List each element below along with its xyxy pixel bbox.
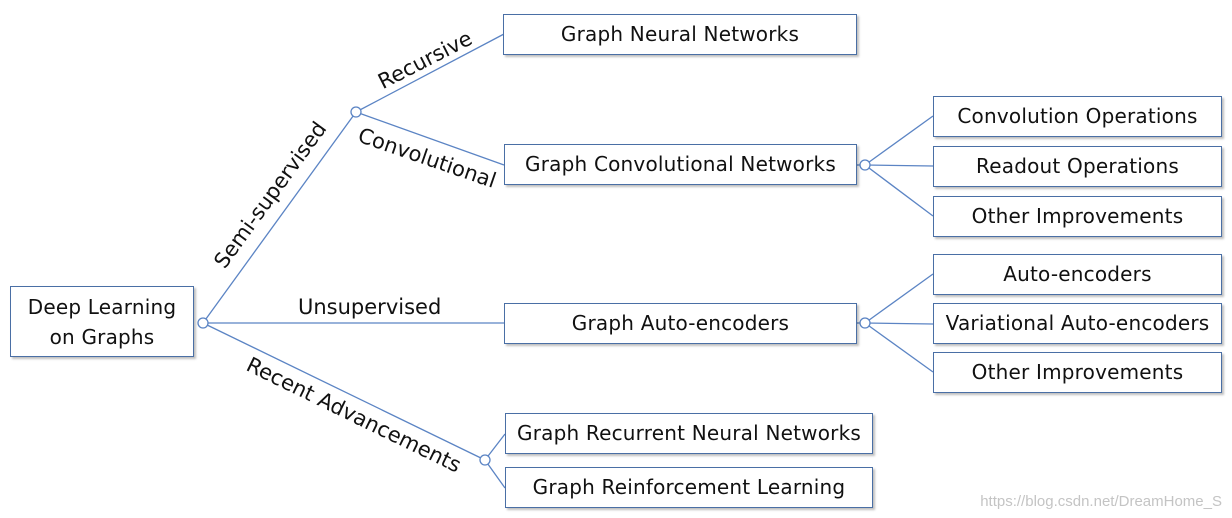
node-graph-convolutional-networks: Graph Convolutional Networks (504, 144, 857, 185)
junction-root (197, 317, 209, 329)
junction-gcn (859, 159, 871, 171)
node-graph-auto-encoders: Graph Auto-encoders (504, 303, 857, 344)
edge-semi-supervised (202, 111, 357, 324)
junction-recent-advancements (479, 454, 491, 466)
edge-gcn-other-improvements (864, 164, 934, 217)
root-node: Deep Learning on Graphs (10, 286, 194, 357)
node-graph-reinforcement-learning: Graph Reinforcement Learning (505, 467, 873, 508)
node-convolution-operations: Convolution Operations (933, 96, 1222, 137)
root-label-line1: Deep Learning (27, 294, 177, 319)
root-label-line2: on Graphs (49, 324, 155, 349)
watermark-text: https://blog.csdn.net/DreamHome_S (980, 493, 1222, 510)
junction-semi-supervised (350, 106, 362, 118)
node-graph-neural-networks: Graph Neural Networks (503, 14, 857, 55)
node-variational-auto-encoders: Variational Auto-encoders (933, 303, 1222, 344)
edge-grl (484, 459, 506, 489)
junction-gae (859, 317, 871, 329)
edge-gae-other-improvements (864, 322, 934, 373)
edge-convolutional (355, 111, 505, 166)
edge-recent-advancements (202, 322, 486, 461)
edge-convolution-operations (864, 115, 934, 166)
node-gae-other-improvements: Other Improvements (933, 352, 1222, 393)
edge-variational-auto-encoders (864, 322, 934, 325)
edge-recursive (355, 33, 505, 113)
edge-label-unsupervised: Unsupervised (298, 295, 442, 319)
edge-readout-operations (864, 164, 934, 167)
node-gcn-other-improvements: Other Improvements (933, 196, 1222, 237)
node-auto-encoders: Auto-encoders (933, 254, 1222, 295)
node-readout-operations: Readout Operations (933, 146, 1222, 187)
node-graph-recurrent-neural-networks: Graph Recurrent Neural Networks (505, 413, 873, 454)
edge-auto-encoders (864, 273, 934, 324)
